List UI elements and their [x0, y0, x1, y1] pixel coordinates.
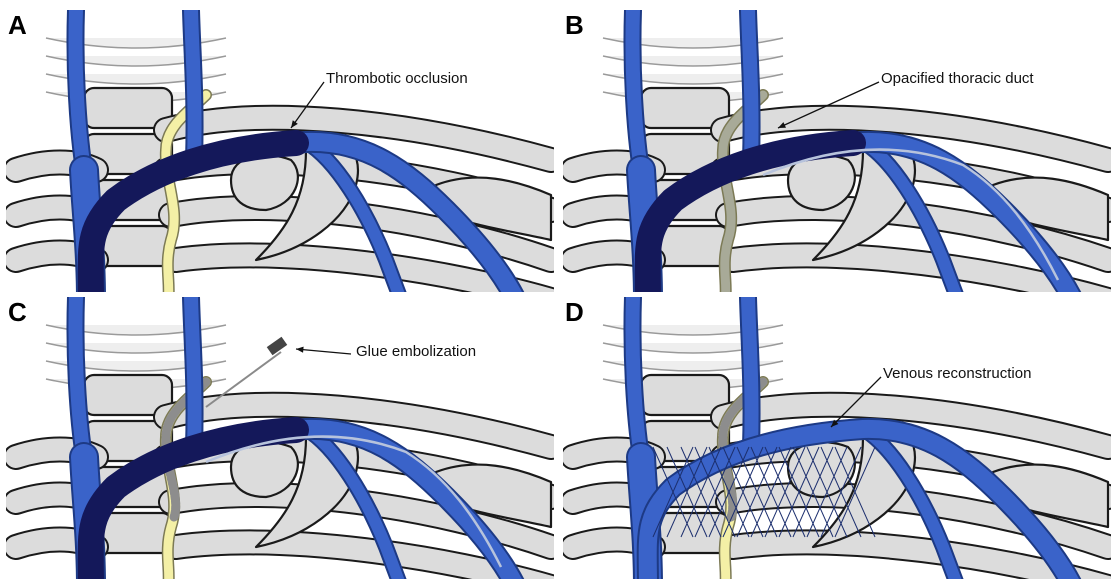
anatomy-illustration-b — [563, 10, 1111, 292]
needle-hub — [267, 337, 287, 356]
jugular-vein — [191, 297, 195, 447]
jugular-vein — [191, 10, 195, 160]
panel-letter-c: C — [8, 297, 27, 328]
anatomy-illustration-d — [563, 297, 1111, 579]
callout-glue-embolization: Glue embolization — [356, 343, 476, 360]
callout-opacified-thoracic-duct: Opacified thoracic duct — [881, 70, 1034, 87]
callout-arrow-c — [296, 349, 351, 354]
jugular-vein — [748, 10, 752, 160]
panel-letter-a: A — [8, 10, 27, 41]
panel-c: C Glue embolization — [6, 297, 554, 579]
panel-letter-d: D — [565, 297, 584, 328]
panel-d: D Venous reconstruction — [563, 297, 1111, 579]
panel-letter-b: B — [565, 10, 584, 41]
callout-thrombotic-occlusion: Thrombotic occlusion — [326, 70, 468, 87]
anatomy-illustration-a — [6, 10, 554, 292]
jugular-vein — [748, 297, 752, 447]
callout-venous-reconstruction: Venous reconstruction — [883, 365, 1031, 382]
panel-a: A Thrombotic occlusion — [6, 10, 554, 292]
anatomy-illustration-c — [6, 297, 554, 579]
panel-b: B Opacified thoracic duct — [563, 10, 1111, 292]
